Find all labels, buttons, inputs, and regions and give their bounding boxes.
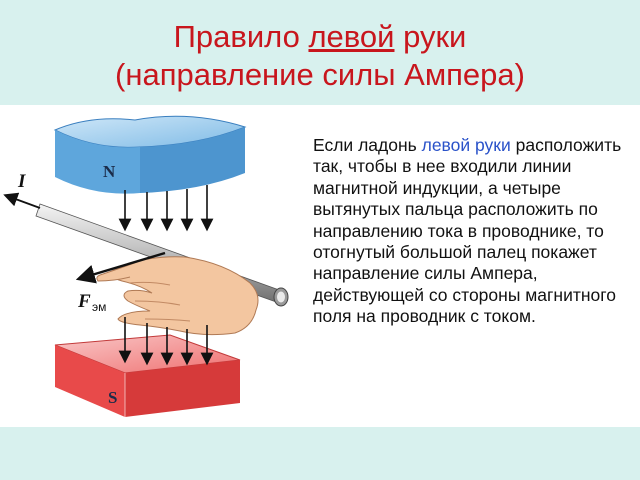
current-arrow bbox=[3, 192, 41, 209]
left-hand bbox=[96, 256, 259, 336]
north-pole-block bbox=[53, 115, 247, 194]
current-label: I bbox=[17, 171, 26, 192]
rule-description: Если ладонь левой руки расположить так, … bbox=[313, 135, 622, 327]
force-label: F bbox=[77, 291, 91, 312]
title-highlight: левой bbox=[308, 19, 395, 54]
slide-title: Правило левой руки (направление силы Амп… bbox=[0, 18, 640, 94]
field-lines-upper bbox=[118, 185, 214, 232]
left-hand-rule-figure: I F эм N S bbox=[3, 115, 289, 417]
south-pole-label: S bbox=[108, 388, 117, 407]
force-subscript: эм bbox=[92, 300, 106, 314]
content-panel: I F эм N S Если ладонь левой руки распол… bbox=[0, 105, 640, 427]
field-lines-lower bbox=[118, 317, 214, 366]
title-line-1: Правило левой руки bbox=[173, 19, 467, 54]
description-highlight: левой руки bbox=[421, 135, 511, 155]
title-line-2: (направление силы Ампера) bbox=[115, 57, 525, 92]
force-arrow bbox=[75, 251, 166, 284]
north-pole-label: N bbox=[103, 162, 116, 181]
